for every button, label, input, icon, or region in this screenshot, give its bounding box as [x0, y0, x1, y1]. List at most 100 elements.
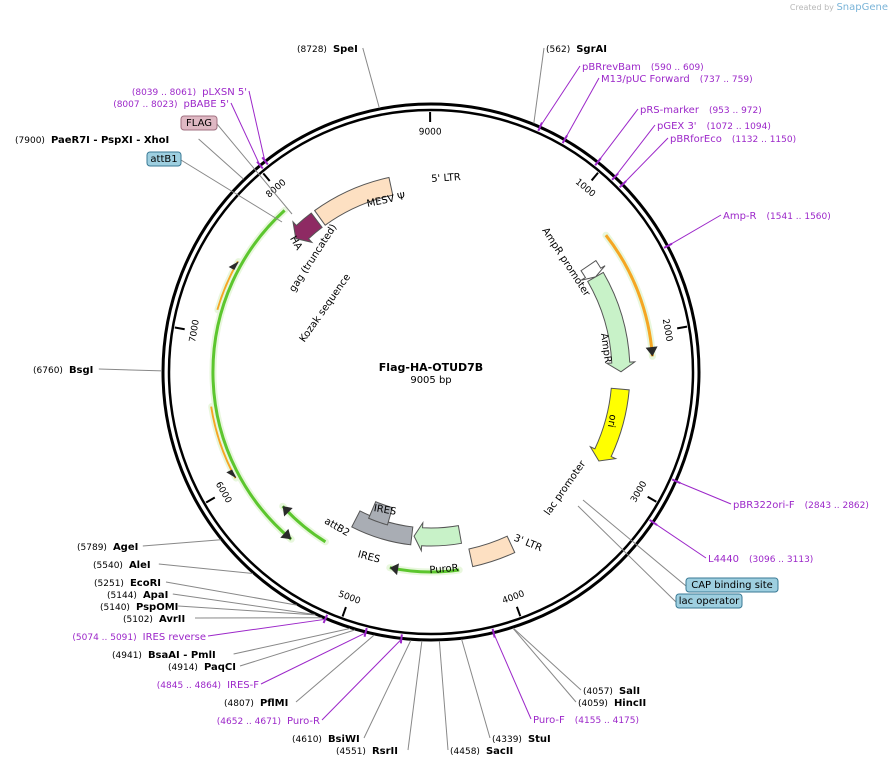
plasmid-size: 9005 bp — [410, 375, 451, 386]
label-box-text: attB1 — [150, 154, 177, 165]
enzyme-position: (6760) — [33, 366, 63, 376]
tick-label: 7000 — [188, 319, 202, 344]
enzyme-position: (562) — [546, 45, 570, 55]
feature-label: AmpR promoter — [539, 226, 592, 299]
leader-line — [295, 634, 375, 703]
enzyme-label-text: (4339)StuI — [492, 734, 551, 745]
leader-line — [438, 640, 449, 751]
enzyme-site-label: (6760) BsgI — [33, 365, 93, 376]
primer-site-label: pBR322ori-F(2843 .. 2862) — [733, 500, 869, 511]
enzyme-name: PflMI — [260, 698, 288, 709]
enzyme-site-label: (4941)BsaAI - PmlI — [112, 650, 216, 661]
primer-name: pBRrevBam — [582, 62, 641, 73]
enzyme-site-label: (5140)PspOMI — [100, 602, 178, 613]
enzyme-site-label: (4339)StuI — [492, 734, 551, 745]
enzyme-label-text: (4941)BsaAI - PmlI — [112, 650, 216, 661]
tick-mark — [590, 172, 599, 182]
feature-5-ltr — [313, 176, 394, 226]
leader-line — [363, 640, 412, 739]
primer-label-text: L4440(3096 .. 3113) — [708, 554, 813, 565]
primer-range: (590 .. 609) — [651, 63, 704, 73]
enzyme-position: (5251) — [94, 579, 124, 589]
feature-ampr — [587, 271, 637, 373]
leader-line — [142, 539, 221, 547]
enzyme-name: PspOMI — [136, 602, 178, 613]
enzyme-site-label: (4914)PaqCI — [168, 662, 236, 673]
enzyme-position: (5144) — [107, 591, 137, 601]
enzyme-label-text: (4914)PaqCI — [168, 662, 236, 673]
enzyme-position: (4057) — [583, 687, 613, 697]
label-box — [180, 115, 218, 131]
leader-line — [158, 563, 253, 575]
enzyme-site-label: (8728)SpeI — [297, 44, 358, 55]
primer-site-label: (4845 .. 4864)IRES-F — [157, 680, 259, 691]
label-box-text: lac operator — [679, 596, 740, 607]
feature-label: AmpR — [598, 333, 613, 364]
feature-label: 3' LTR — [512, 533, 544, 554]
enzyme-site-label: (7900)PaeR7I - PspXI - XhoI — [15, 135, 169, 146]
enzyme-site-label: (5789)AgeI — [77, 542, 138, 553]
primer-range: (8039 .. 8061) — [132, 88, 196, 98]
primer-tick — [649, 519, 658, 526]
primer-range: (1541 .. 1560) — [767, 212, 831, 222]
primer-range: (5074 .. 5091) — [72, 633, 136, 643]
enzyme-site-label: (4610) BsiWI — [292, 734, 360, 745]
enzyme-name: AgeI — [113, 542, 138, 553]
snapgene-logo-text: SnapGene — [836, 2, 888, 13]
primer-tick — [491, 628, 496, 638]
enzyme-label-text: (6760) BsgI — [33, 365, 93, 376]
feature-ires — [367, 501, 394, 526]
primer-range: (953 .. 972) — [709, 106, 762, 116]
leader-line — [653, 522, 707, 559]
enzyme-position: (4551) — [336, 747, 366, 757]
orf-arrowhead — [280, 528, 292, 540]
enzyme-name: SgrAI — [576, 44, 607, 55]
leader-line — [98, 368, 163, 372]
boxed-feature-label: FLAG — [180, 115, 218, 131]
primer-range: (4155 .. 4175) — [575, 716, 639, 726]
enzyme-label-text: (4059)HincII — [578, 698, 646, 709]
enzyme-position: (7900) — [15, 136, 45, 146]
leader-line — [512, 627, 582, 691]
leader-line — [233, 628, 351, 655]
primer-label-text: (8039 .. 8061)pLXSN 5' — [132, 87, 247, 98]
enzyme-position: (5102) — [123, 615, 153, 625]
tick-label: 3000 — [629, 479, 649, 504]
enzyme-label-text: (5251)EcoRI — [94, 578, 161, 589]
enzyme-label-text: (4057)SalI — [583, 686, 640, 697]
enzyme-label-text: (8728)SpeI — [297, 44, 358, 55]
enzyme-label-text: (5540)AleI — [93, 560, 151, 571]
primer-tick — [594, 157, 602, 166]
enzyme-name: AvrII — [159, 614, 185, 625]
enzyme-position: (4458) — [450, 747, 480, 757]
primer-label-text: Amp-R (1541 .. 1560) — [723, 211, 831, 222]
primer-tick — [537, 122, 543, 132]
feature-ires — [351, 510, 414, 546]
enzyme-site-label: (5144)ApaI — [107, 590, 168, 601]
enzyme-name: BsgI — [69, 365, 93, 376]
leader-line — [165, 581, 297, 606]
primer-site-label: pBRrevBam (590 .. 609) — [582, 62, 704, 73]
primer-tick — [611, 172, 619, 181]
boxed-feature-label: lac operator — [675, 593, 743, 609]
enzyme-site-label: (5102) AvrII — [123, 614, 185, 625]
enzyme-position: (5540) — [93, 561, 123, 571]
backbone-outer — [161, 102, 701, 642]
plasmid-name: Flag-HA-OTUD7B — [379, 361, 483, 374]
enzyme-position: (4610) — [292, 735, 322, 745]
enzyme-name: BsiWI — [328, 734, 360, 745]
primer-site-label: (4652 .. 4671)Puro-R — [217, 716, 320, 727]
primer-site-label: (5074 .. 5091)IRES reverse — [72, 632, 206, 643]
primer-name: IRES-F — [227, 680, 259, 691]
primer-name: Amp-R — [723, 211, 757, 222]
enzyme-position: (4339) — [492, 735, 522, 745]
label-box-text: CAP binding site — [691, 580, 773, 591]
primer-range: (1132 .. 1150) — [732, 135, 796, 145]
enzyme-position: (4059) — [578, 699, 608, 709]
snapgene-watermark: Created by SnapGene — [790, 2, 888, 13]
enzyme-position: (4807) — [224, 699, 254, 709]
enzyme-site-label: (5540)AleI — [93, 560, 151, 571]
